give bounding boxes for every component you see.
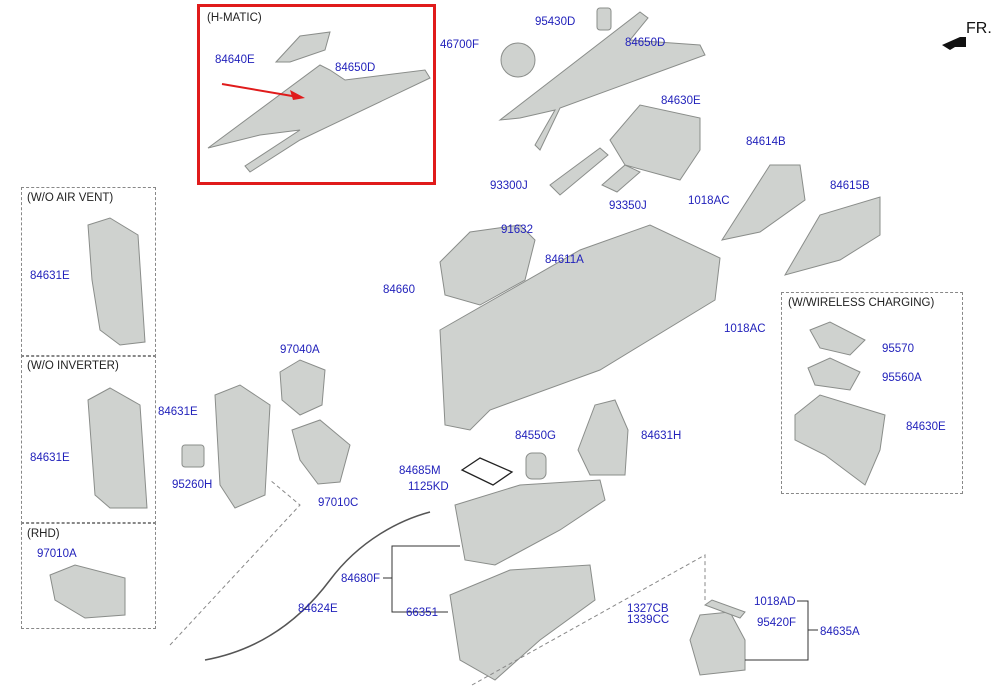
wireless-storage — [794, 394, 886, 486]
part-label[interactable]: 1125KD — [408, 481, 449, 493]
part-label[interactable]: 84631H — [641, 430, 682, 442]
part-label[interactable]: 84650D — [625, 37, 666, 49]
side-cover-84615B — [783, 196, 881, 276]
cup-84550G — [525, 452, 547, 480]
hmatic-trim-panel — [207, 64, 431, 173]
part-label[interactable]: 84650D — [335, 62, 376, 74]
part-label[interactable]: 95420F — [757, 617, 797, 629]
gasket-84685M — [460, 457, 514, 486]
bracket-84635A — [689, 611, 746, 676]
upper-trim-panel — [498, 11, 706, 151]
wo-air-vent-box — [21, 187, 156, 357]
hmatic-knob — [274, 31, 331, 63]
lower-tub — [449, 564, 596, 681]
part-label[interactable]: 84624E — [298, 603, 338, 615]
switch-95430D — [596, 7, 612, 31]
part-label[interactable]: 84550G — [515, 430, 556, 442]
part-label[interactable]: 95570 — [882, 343, 914, 355]
leader-dash-2 — [471, 554, 706, 686]
wiring-84624E — [204, 511, 431, 661]
part-label[interactable]: 93300J — [490, 180, 528, 192]
part-label[interactable]: 1018AC — [724, 323, 766, 335]
part-label[interactable]: 1339CC — [627, 614, 670, 626]
upper-tub — [454, 479, 606, 566]
rear-cover-84631E — [214, 384, 271, 509]
wireless-pad — [809, 321, 866, 356]
part-label[interactable]: 84635A — [820, 626, 860, 638]
cover-95420F — [703, 599, 746, 619]
red-arrow-head — [290, 90, 305, 100]
rear-duct-rhd — [49, 564, 126, 619]
part-label[interactable]: 66351 — [406, 607, 438, 619]
wo-inverter-box — [21, 355, 156, 524]
wireless-caption: (W/WIRELESS CHARGING) — [788, 297, 935, 309]
part-label[interactable]: 1327CB — [627, 603, 669, 615]
part-label[interactable]: 84630E — [906, 421, 946, 433]
part-label[interactable]: 93350J — [609, 200, 647, 212]
part-label[interactable]: 84631E — [30, 452, 70, 464]
part-label[interactable]: 84660 — [383, 284, 415, 296]
h-matic-caption: (H-MATIC) — [207, 12, 262, 24]
part-label[interactable]: 95430D — [535, 16, 576, 28]
part-label[interactable]: 95260H — [172, 479, 213, 491]
rear-cover-no-inverter — [87, 387, 148, 509]
part-label[interactable]: 84680F — [341, 573, 381, 585]
wo-inverter-caption: (W/O INVERTER) — [27, 360, 119, 372]
rhd-box — [21, 522, 156, 629]
switch-panel-93300J — [549, 147, 609, 196]
vent-97040A — [279, 359, 326, 416]
part-label[interactable]: 1018AC — [688, 195, 730, 207]
part-label[interactable]: 46700F — [440, 39, 480, 51]
rhd-caption: (RHD) — [27, 528, 60, 540]
knob — [500, 42, 536, 78]
wireless-charging-box — [781, 292, 963, 494]
part-label[interactable]: 84685M — [399, 465, 441, 477]
part-label[interactable]: 84611A — [545, 254, 584, 266]
part-label[interactable]: 1018AD — [754, 596, 796, 608]
part-label[interactable]: 95560A — [882, 372, 922, 384]
side-cover-84614B — [720, 164, 806, 241]
front-direction-label: FR. — [966, 20, 992, 37]
leader-84635A — [745, 600, 818, 661]
switch-93350J — [601, 164, 641, 193]
leader-dash-1 — [169, 479, 301, 646]
part-label[interactable]: 84640E — [215, 54, 255, 66]
duct-97010C — [291, 419, 351, 485]
wo-air-vent-caption: (W/O AIR VENT) — [27, 192, 114, 204]
console-body — [439, 224, 721, 431]
part-label[interactable]: 97010A — [37, 548, 77, 560]
wireless-tray — [807, 357, 861, 391]
part-label[interactable]: 84614B — [746, 136, 786, 148]
red-arrow — [221, 83, 299, 98]
front-arrow-icon — [942, 37, 966, 50]
cover-84631H — [577, 399, 629, 476]
part-label[interactable]: 84615B — [830, 180, 870, 192]
part-label[interactable]: 84631E — [158, 406, 198, 418]
part-label[interactable]: 97040A — [280, 344, 320, 356]
part-label[interactable]: 97010C — [318, 497, 359, 509]
rear-cover-no-vent — [87, 217, 146, 346]
h-matic-highlight-box — [197, 4, 436, 185]
part-label[interactable]: 91632 — [501, 224, 533, 236]
part-label[interactable]: 84631E — [30, 270, 70, 282]
connector-95260H — [181, 444, 205, 468]
part-label[interactable]: 84630E — [661, 95, 701, 107]
leader-84680F — [383, 545, 460, 613]
armrest-lid — [439, 224, 536, 306]
